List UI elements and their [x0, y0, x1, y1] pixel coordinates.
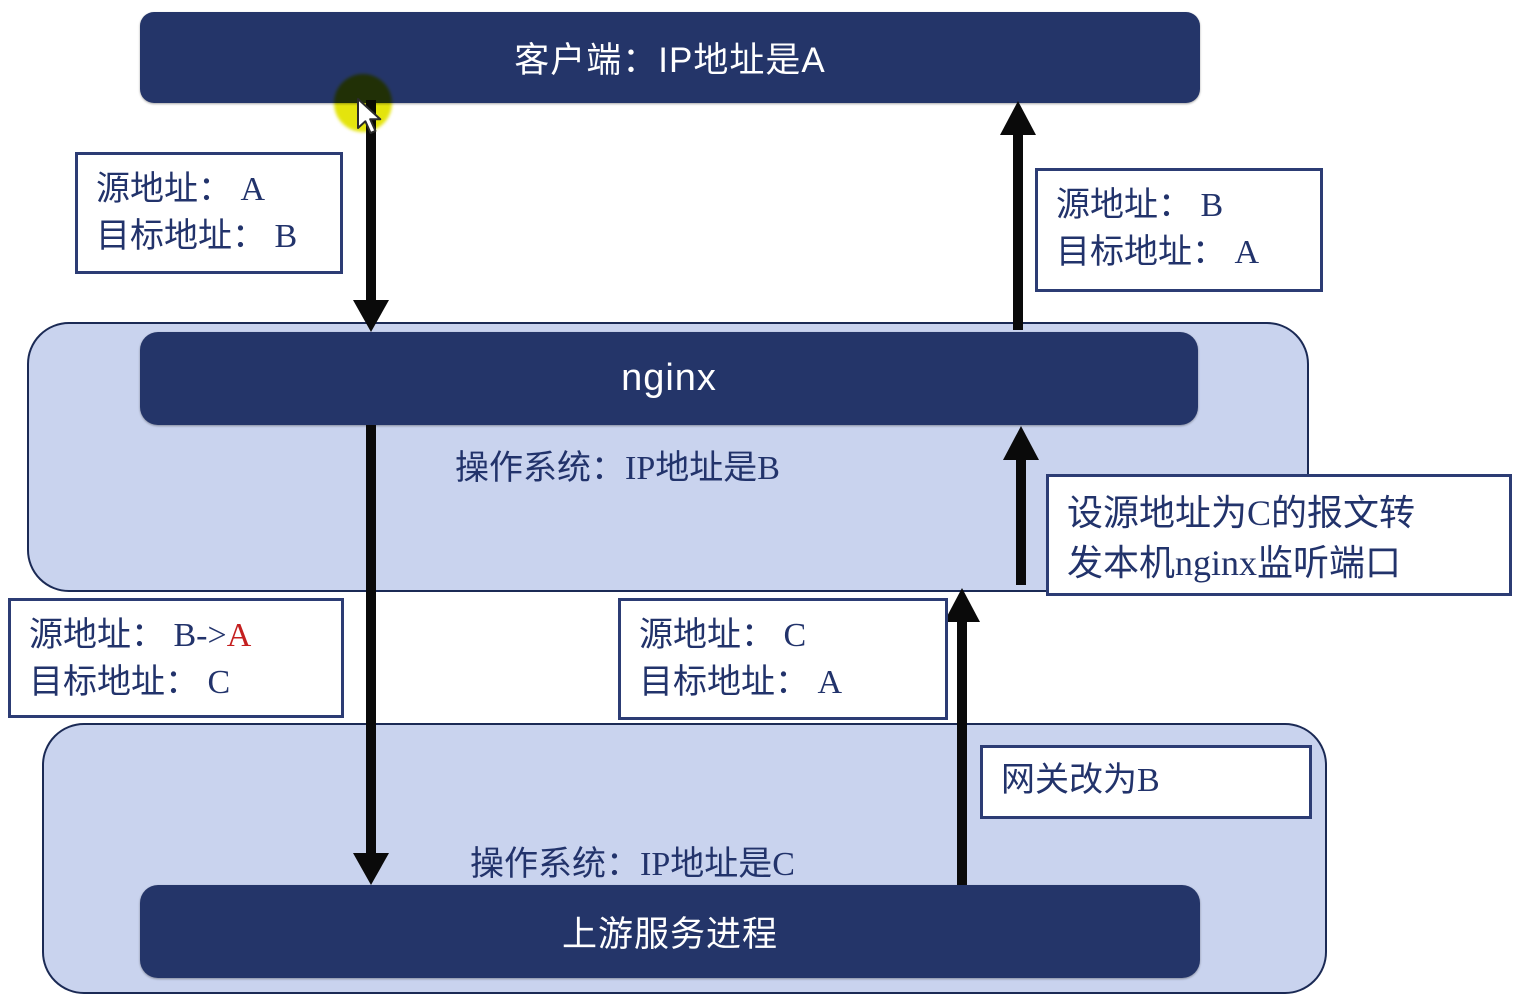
- note-response-addresses: 源地址： B 目标地址： A: [1035, 168, 1323, 292]
- upstream-label: 上游服务进程: [561, 915, 778, 954]
- note-line: 发本机nginx监听端口: [1067, 542, 1402, 583]
- note-gateway-change: 网关改为B: [980, 745, 1312, 819]
- note-line: 目标地址： A: [639, 663, 843, 701]
- upstream-box: 上游服务进程: [140, 885, 1200, 978]
- note-request-addresses: 源地址： A 目标地址： B: [75, 152, 343, 274]
- client-label: 客户端：IP地址是A: [514, 41, 826, 80]
- note-tproxy-rule: 设源地址为C的报文转 发本机nginx监听端口: [1046, 474, 1512, 596]
- note-line: 设源地址为C的报文转: [1067, 493, 1416, 533]
- note-line: 网关改为B: [1001, 762, 1160, 799]
- nginx-box: nginx: [140, 332, 1198, 425]
- note-line: 目标地址： C: [29, 663, 231, 701]
- note-line: 源地址： B->A: [29, 613, 323, 660]
- note-line: 源地址： B: [1056, 187, 1224, 224]
- client-box: 客户端：IP地址是A: [140, 12, 1200, 103]
- mouse-cursor-icon: [357, 98, 382, 134]
- note-line: 源地址： C: [639, 617, 807, 654]
- arrow-nginx-to-client: [1000, 101, 1036, 330]
- os-b-caption: 操作系统：IP地址是B: [455, 450, 780, 487]
- note-line-prefix: 源地址： B->: [29, 617, 227, 654]
- note-proxy-rewrite-addresses: 源地址： B->A 目标地址： C: [8, 598, 344, 718]
- note-line: 目标地址： B: [96, 217, 298, 255]
- note-line: 目标地址： A: [1056, 233, 1260, 271]
- os-c-caption: 操作系统：IP地址是C: [470, 846, 795, 883]
- note-upstream-reply-addresses: 源地址： C 目标地址： A: [618, 598, 948, 720]
- rewritten-source-address: A: [226, 617, 252, 654]
- nginx-label: nginx: [621, 357, 717, 399]
- note-line: 源地址： A: [96, 171, 266, 208]
